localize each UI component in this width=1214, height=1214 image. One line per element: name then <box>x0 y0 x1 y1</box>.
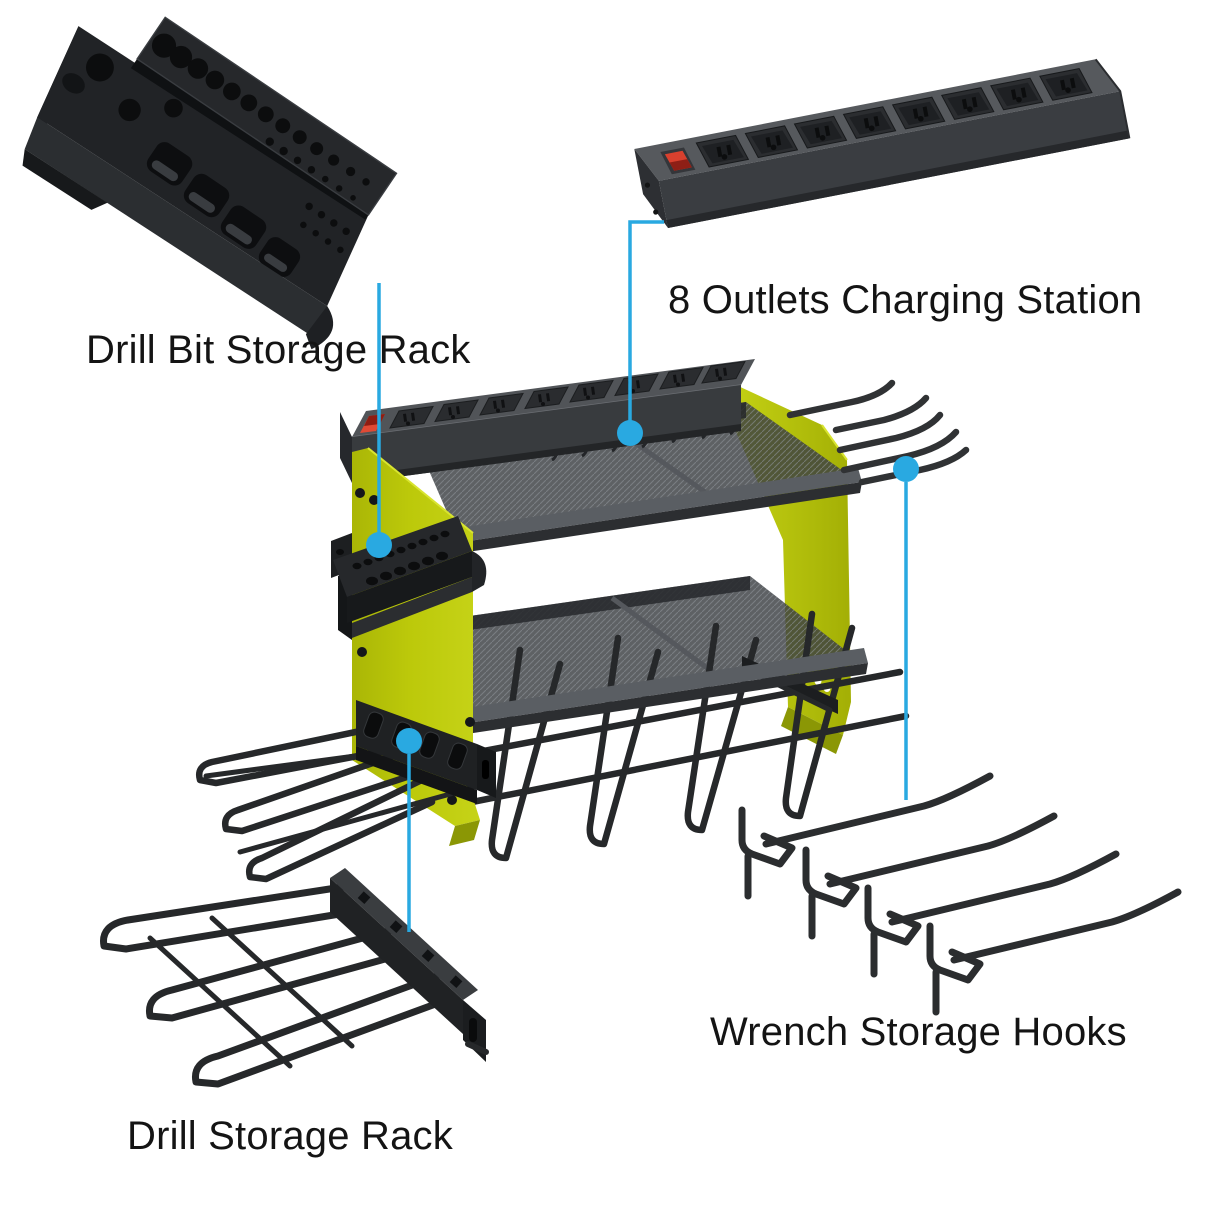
under-shelf-holsters <box>432 610 910 862</box>
label-drill-storage-rack: Drill Storage Rack <box>127 1114 453 1158</box>
label-wrench-storage-hooks: Wrench Storage Hooks <box>710 1010 1127 1054</box>
label-drill-bit-storage-rack: Drill Bit Storage Rack <box>86 328 471 372</box>
lower-shelf <box>428 576 858 722</box>
mounted-power-strip <box>340 359 755 483</box>
callout-dot-drill-bit-rack <box>366 532 392 558</box>
wrench-hooks-illustration <box>738 772 1182 1016</box>
callout-dot-wrench-hooks <box>893 456 919 482</box>
wrench-hook <box>864 850 1120 978</box>
left-holster-loops <box>196 720 475 883</box>
callout-dot-drill-rack <box>396 728 422 754</box>
wrench-hook <box>738 772 994 900</box>
callout-line-charging-station <box>628 220 664 433</box>
callouts <box>366 220 919 932</box>
mounted-outlet-row <box>389 360 746 429</box>
wrench-hook <box>802 812 1058 940</box>
charging-station-illustration <box>634 58 1131 228</box>
drill-rack-illustration <box>100 868 489 1088</box>
drill-bit-rack-illustration <box>22 16 398 350</box>
wrench-hook <box>926 888 1182 1016</box>
outlet-row <box>695 68 1093 168</box>
main-organizer-illustration <box>196 359 970 883</box>
callout-dot-charging-station <box>617 420 643 446</box>
installed-wrench-hooks <box>786 379 970 486</box>
label-charging-station: 8 Outlets Charging Station <box>668 278 1143 322</box>
attached-bit-tray <box>331 516 487 640</box>
